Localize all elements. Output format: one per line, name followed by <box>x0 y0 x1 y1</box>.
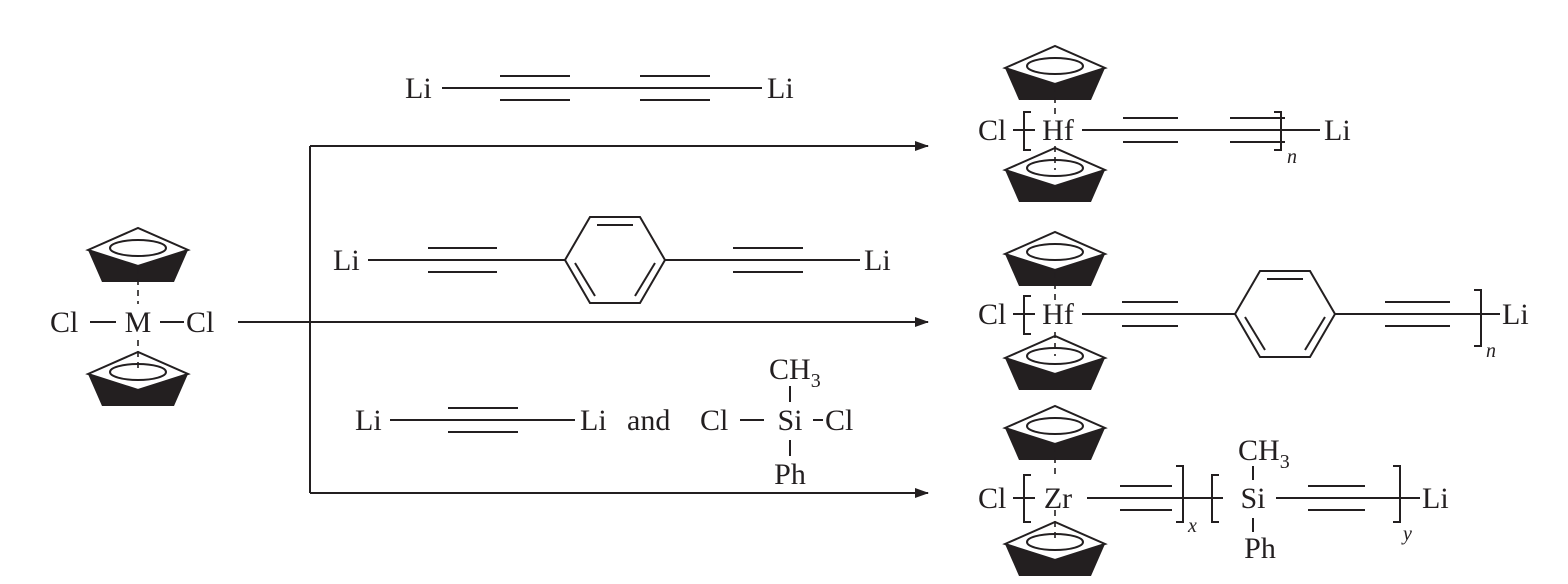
reactant-cl-left: Cl <box>50 306 78 339</box>
reagent-1-li-right: Li <box>767 72 794 105</box>
reagent-2-li-right: Li <box>864 244 891 277</box>
product-2-metal: Hf <box>1042 298 1074 331</box>
silane-ch3: CH3 <box>769 353 821 392</box>
cyclopentadienyl-ring-bottom <box>87 351 189 407</box>
reaction-arrows <box>238 141 929 498</box>
reactant-cl-right: Cl <box>186 306 214 339</box>
silane-cl-left: Cl <box>700 404 728 437</box>
benzene-ring-product <box>1234 270 1336 358</box>
silane-si: Si <box>777 404 802 437</box>
reagent-3-li-right: Li <box>580 404 607 437</box>
product-2-repeat-n: n <box>1486 340 1496 362</box>
reagent-3-li-left: Li <box>355 404 382 437</box>
product-1-li: Li <box>1324 114 1351 147</box>
product-3-metal: Zr <box>1044 482 1072 515</box>
product-3-ph: Ph <box>1244 532 1276 565</box>
product-1-repeat-n: n <box>1287 146 1297 168</box>
benzene-ring-reagent <box>564 216 666 304</box>
product-1: Cl Hf n Li <box>978 45 1351 203</box>
product-3-li: Li <box>1422 482 1449 515</box>
reagent-3: Li Li and CH3 Cl Si Cl Ph <box>355 353 853 491</box>
reagent-2-li-left: Li <box>333 244 360 277</box>
product-3-si: Si <box>1240 482 1265 515</box>
product-3-ch3: CH3 <box>1238 434 1290 473</box>
reagent-2: Li Li <box>333 216 891 304</box>
reagent-1: Li Li <box>405 72 794 105</box>
product-2: Cl Hf n Li <box>978 231 1529 391</box>
product-1-cl: Cl <box>978 114 1006 147</box>
reactant-metal: M <box>125 306 152 339</box>
silane-ph: Ph <box>774 458 806 491</box>
product-2-cl: Cl <box>978 298 1006 331</box>
product-1-metal: Hf <box>1042 114 1074 147</box>
conjunction-and: and <box>627 404 670 437</box>
product-1-cp-bottom <box>1004 147 1106 203</box>
reactant-metallocene: Cl M Cl <box>50 227 214 407</box>
product-3-repeat-x: x <box>1187 515 1197 537</box>
product-3: Cl Zr x CH3 Si Ph y Li <box>978 405 1449 577</box>
reagent-1-li-left: Li <box>405 72 432 105</box>
product-3-cl: Cl <box>978 482 1006 515</box>
product-2-li: Li <box>1502 298 1529 331</box>
product-3-cp-bottom <box>1004 521 1106 577</box>
silane-cl-right: Cl <box>825 404 853 437</box>
product-3-repeat-y: y <box>1401 523 1412 545</box>
